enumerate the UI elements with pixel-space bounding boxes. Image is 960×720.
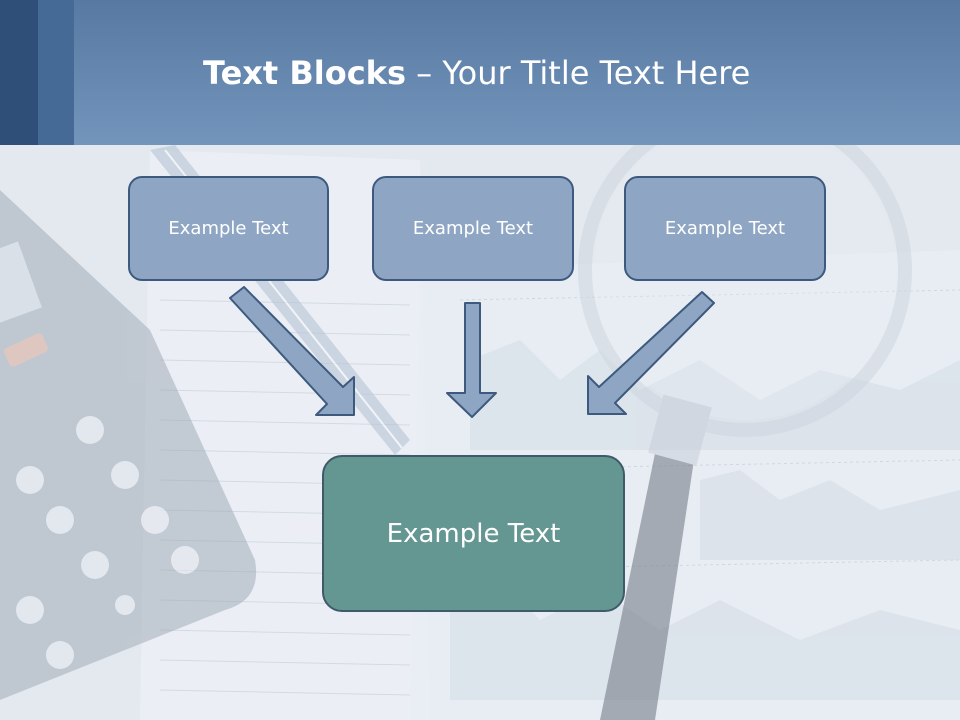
text-box-3[interactable]: Example Text (624, 176, 826, 281)
target-text-box-label: Example Text (386, 518, 561, 549)
title-accent-mid (38, 0, 74, 145)
arrow-left (229, 286, 355, 416)
text-box-1[interactable]: Example Text (128, 176, 329, 281)
arrow-right (587, 291, 715, 415)
slide-title: Text Blocks – Your Title Text Here (203, 54, 750, 92)
text-box-3-label: Example Text (664, 218, 786, 239)
target-text-box[interactable]: Example Text (322, 455, 625, 612)
text-box-2-label: Example Text (412, 218, 534, 239)
text-box-1-label: Example Text (168, 218, 289, 239)
slide-title-rest: – Your Title Text Here (406, 54, 751, 92)
text-box-2[interactable]: Example Text (372, 176, 574, 281)
arrow-center (446, 302, 497, 418)
title-bar (0, 0, 960, 145)
slide-title-bold: Text Blocks (203, 54, 406, 92)
title-accent-dark (0, 0, 38, 145)
